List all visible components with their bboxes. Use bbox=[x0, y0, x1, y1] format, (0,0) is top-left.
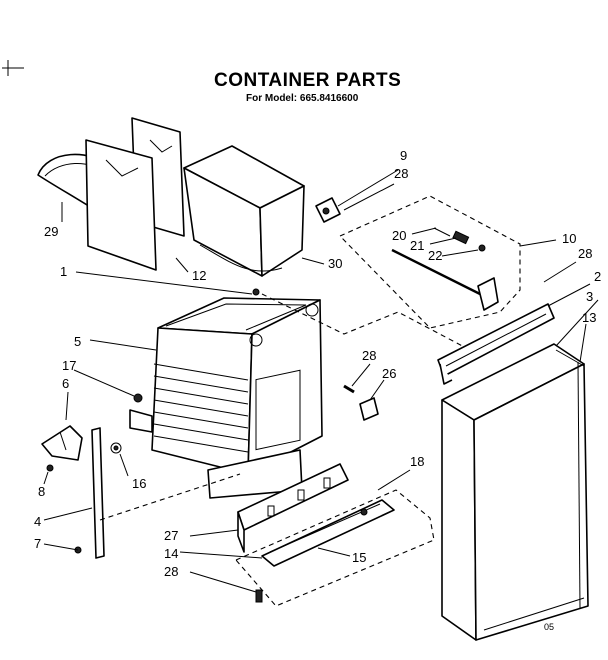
callout-28-right: 28 bbox=[578, 246, 592, 261]
callout-14: 14 bbox=[164, 546, 178, 561]
callout-13: 13 bbox=[582, 310, 596, 325]
part-5-container bbox=[129, 288, 323, 499]
callout-28-bottom: 28 bbox=[164, 564, 178, 579]
callout-8: 8 bbox=[38, 484, 45, 499]
callout-29: 29 bbox=[44, 224, 58, 239]
part-9-bracket bbox=[315, 197, 341, 223]
callout-9: 9 bbox=[400, 148, 407, 163]
reference-line bbox=[99, 473, 241, 521]
callout-20: 20 bbox=[392, 228, 406, 243]
callout-17: 17 bbox=[62, 358, 76, 373]
part-2-rail bbox=[437, 303, 555, 385]
callout-16: 16 bbox=[132, 476, 146, 491]
callout-4: 4 bbox=[34, 514, 41, 529]
part-15-slide bbox=[261, 499, 395, 567]
reference-line bbox=[261, 293, 471, 351]
callout-10: 10 bbox=[562, 231, 576, 246]
callout-12: 12 bbox=[192, 268, 206, 283]
callout-30: 30 bbox=[328, 256, 342, 271]
callout-18: 18 bbox=[410, 454, 424, 469]
callout-1: 1 bbox=[60, 264, 67, 279]
part-6-foot-bracket bbox=[41, 425, 83, 472]
callout-22: 22 bbox=[428, 248, 442, 263]
model-subtitle: For Model: 665.8416600 bbox=[246, 93, 359, 104]
callout-3: 3 bbox=[586, 289, 593, 304]
part-27-trim bbox=[237, 463, 349, 553]
callout-5: 5 bbox=[74, 334, 81, 349]
part-20-22-hinge bbox=[391, 227, 499, 311]
hinge-assembly-outline bbox=[339, 195, 521, 329]
part-26-bracket bbox=[343, 384, 379, 421]
callout-2: 2 bbox=[594, 269, 601, 284]
part-28-screw bbox=[255, 589, 263, 603]
leader-lines bbox=[43, 169, 599, 593]
callout-labels: 1 2 3 4 5 6 7 8 9 10 12 13 14 15 16 17 1… bbox=[34, 148, 601, 632]
callout-15: 15 bbox=[352, 550, 366, 565]
lower-assembly-outline bbox=[235, 489, 435, 607]
corner-code: 05 bbox=[544, 622, 554, 632]
callout-28-middle: 28 bbox=[362, 348, 376, 363]
callout-7: 7 bbox=[34, 536, 41, 551]
callout-27: 27 bbox=[164, 528, 178, 543]
callout-28-top: 28 bbox=[394, 166, 408, 181]
part-4-strip bbox=[74, 427, 105, 559]
part-16-17-fasteners bbox=[110, 393, 143, 454]
callout-6: 6 bbox=[62, 376, 69, 391]
part-12-panels bbox=[85, 117, 185, 271]
callout-26: 26 bbox=[382, 366, 396, 381]
part-30-liner bbox=[183, 145, 305, 277]
part-3-door-frame bbox=[441, 343, 589, 641]
diagram-title: CONTAINER PARTS bbox=[214, 70, 402, 91]
callout-21: 21 bbox=[410, 238, 424, 253]
